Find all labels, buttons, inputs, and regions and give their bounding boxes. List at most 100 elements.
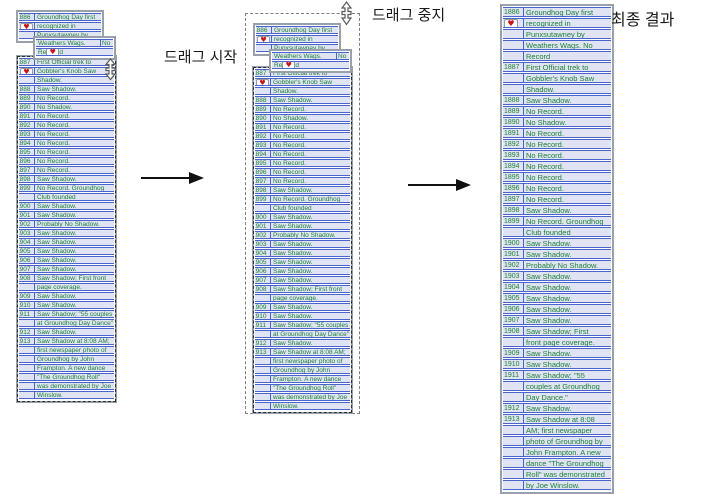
table-row-line[interactable]: John Frampton. A new — [503, 447, 611, 457]
table-row-line[interactable]: "The Groundhog Roll" — [19, 373, 114, 381]
table-row-line[interactable]: Weathers Wags. No — [503, 40, 611, 50]
table-row-line[interactable]: "The Groundhog Roll" — [255, 384, 350, 392]
heart-marker-icon[interactable]: ♥ — [256, 79, 269, 85]
table-row-line[interactable]: at Groundhog Day Dance" — [19, 319, 114, 327]
vertical-drag-cursor-icon[interactable] — [103, 58, 118, 83]
table-row-line[interactable]: by Joe Winslow. — [503, 480, 611, 490]
drag-ghost-fragment-b[interactable]: Weathers Wags. No Re♥d — [269, 49, 352, 73]
table-row-line[interactable]: page coverage. — [255, 294, 350, 302]
table-row-line[interactable]: Re♥d — [36, 48, 113, 56]
table-row-line[interactable]: Club founded — [255, 204, 350, 212]
table-row-line[interactable]: ♥recognized in — [256, 35, 338, 43]
table-row-line[interactable]: Winslow. — [19, 391, 114, 399]
heart-marker-icon[interactable]: ♥ — [20, 68, 33, 74]
heart-marker-icon[interactable]: ♥ — [46, 49, 60, 55]
table-row-line[interactable]: ♥Gobbler's Knob Saw — [255, 78, 350, 86]
table-row-line[interactable]: photo of Groundhog by — [503, 436, 611, 446]
heart-marker-icon[interactable]: ♥ — [282, 62, 296, 68]
vertical-drag-cursor-icon[interactable] — [339, 1, 354, 28]
table-row-line[interactable]: Groundhog by John — [19, 355, 114, 363]
table-row-line[interactable]: ♥recognized in — [503, 18, 611, 28]
table-row-line[interactable]: page coverage. — [19, 283, 114, 291]
table-row-line[interactable]: Winslow. — [255, 402, 350, 410]
table-row-line[interactable]: was demonstrated by Joe — [255, 393, 350, 401]
table-row-line[interactable]: front page coverage. — [503, 337, 611, 347]
drag-ghost-fragment-b[interactable]: Weathers Wags. No Re♥d — [33, 36, 116, 60]
table-row-line[interactable]: Club founded — [19, 193, 114, 201]
table-row-line[interactable]: Re♥d — [272, 61, 349, 69]
table-row-line[interactable]: dance "The Groundhog — [503, 458, 611, 468]
table-row-line[interactable]: ♥Gobbler's Knob Saw — [19, 67, 114, 75]
table-row-line[interactable]: Shadow. — [255, 87, 350, 95]
table-row-line[interactable]: first newspaper photo of — [19, 346, 114, 354]
table-row-line[interactable]: Groundhog by John — [255, 366, 350, 374]
table-row-line[interactable]: Punxsutawney by — [503, 29, 611, 39]
table-row-line[interactable]: couples at Groundhog — [503, 381, 611, 391]
table-row-line[interactable]: Frampton. A new dance — [255, 375, 350, 383]
table-row-line[interactable]: Club founded — [503, 227, 611, 237]
